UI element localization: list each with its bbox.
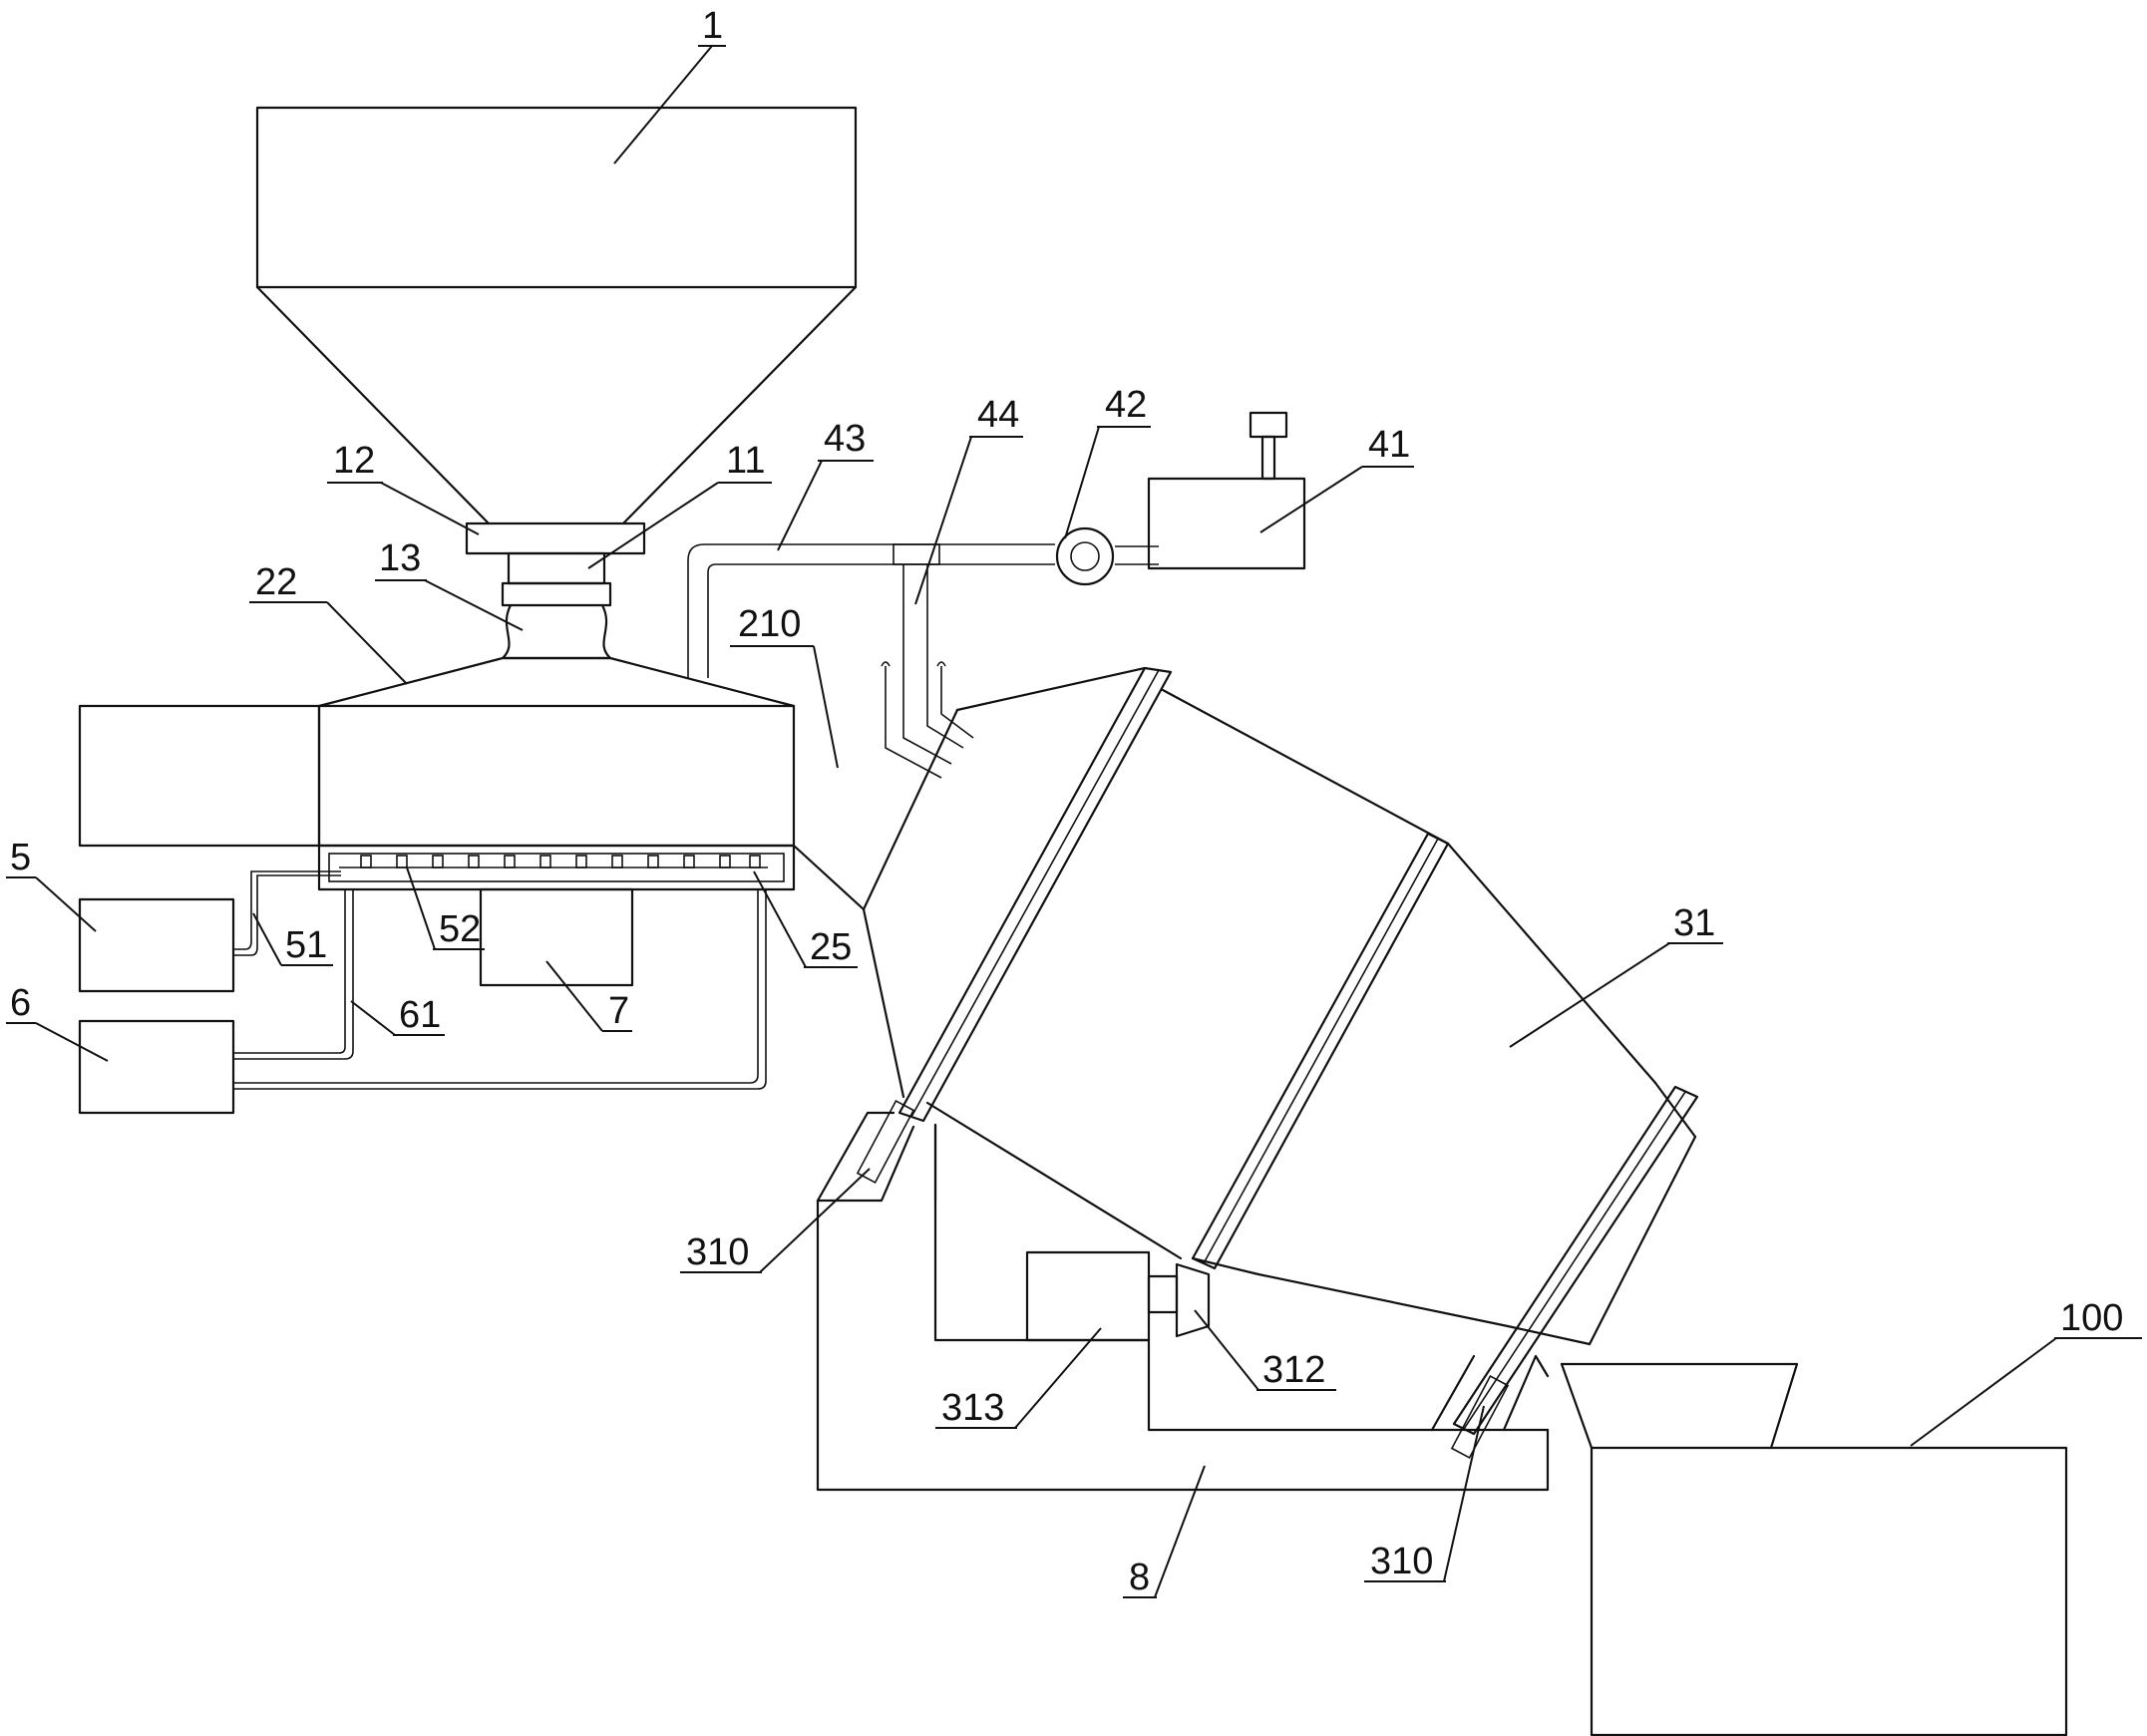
label-11: 11 xyxy=(726,440,765,482)
label-22: 22 xyxy=(255,561,297,603)
label-5: 5 xyxy=(10,837,31,878)
label-44: 44 xyxy=(977,394,1019,436)
box-7 xyxy=(479,887,634,987)
label-313: 313 xyxy=(941,1387,1004,1429)
pipe-61 xyxy=(233,889,767,1090)
hopper xyxy=(255,106,858,525)
label-6: 6 xyxy=(10,982,31,1024)
drum xyxy=(792,666,1699,1436)
label-43: 43 xyxy=(824,418,866,460)
gear-ring xyxy=(1191,832,1450,1270)
motor-313 xyxy=(1025,1250,1211,1342)
label-25: 25 xyxy=(810,926,852,968)
branch-pipe-44 xyxy=(881,543,974,779)
fan-42 xyxy=(1055,526,1115,586)
label-41: 41 xyxy=(1368,424,1410,466)
label-312: 312 xyxy=(1262,1349,1325,1391)
hopper-outlet-assembly xyxy=(465,521,646,660)
label-12: 12 xyxy=(333,440,375,482)
label-42: 42 xyxy=(1105,384,1147,426)
label-8: 8 xyxy=(1129,1557,1150,1598)
label-13: 13 xyxy=(379,537,421,579)
unit-5 xyxy=(78,897,235,993)
label-52: 52 xyxy=(439,908,481,950)
label-51: 51 xyxy=(285,924,327,966)
chamber xyxy=(78,656,796,891)
unit-6 xyxy=(78,1019,235,1115)
label-1: 1 xyxy=(702,5,723,47)
motor-41 xyxy=(1147,411,1306,570)
callouts: 1 12 11 13 22 43 44 42 41 210 5 51 xyxy=(6,5,2142,1598)
receiving-bin xyxy=(1560,1362,2068,1736)
air-pipe-43 xyxy=(687,543,1159,678)
label-310a: 310 xyxy=(686,1231,749,1273)
label-31: 31 xyxy=(1673,902,1715,944)
label-100: 100 xyxy=(2060,1297,2123,1339)
label-61: 61 xyxy=(399,994,441,1036)
base xyxy=(816,1100,1550,1492)
label-210: 210 xyxy=(738,603,801,645)
spray-nozzles xyxy=(360,855,761,868)
label-7: 7 xyxy=(608,990,629,1032)
pipe-51 xyxy=(233,870,341,956)
label-310b: 310 xyxy=(1370,1541,1433,1582)
